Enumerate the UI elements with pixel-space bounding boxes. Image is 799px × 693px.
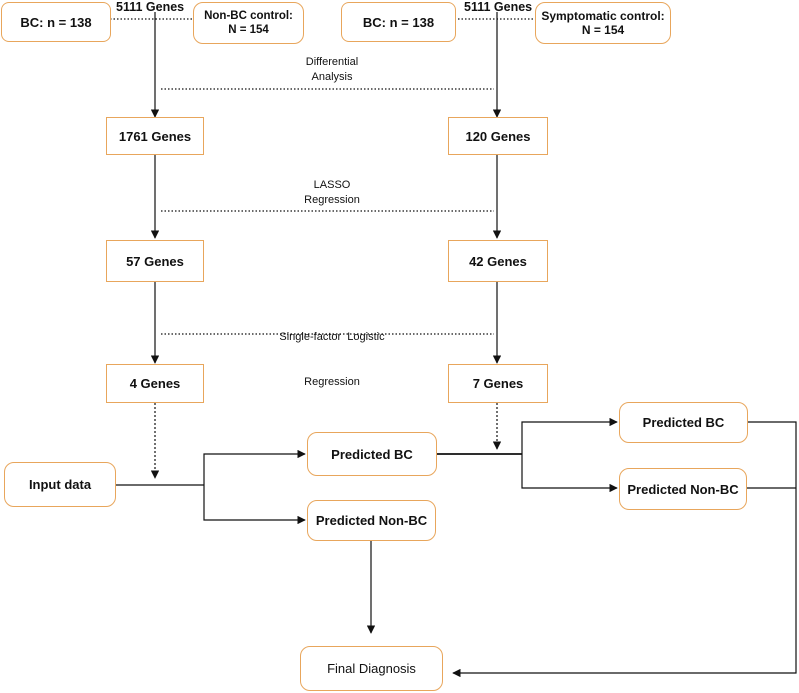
right-control-line1: Symptomatic control: [541,9,665,23]
left-step2-box: 57 Genes [106,240,204,282]
predicted-nonbc-box-2: Predicted Non-BC [619,468,747,510]
logistic-regression-label: Single-factor Logistic Regression [256,300,408,405]
predicted-bc-box-1: Predicted BC [307,432,437,476]
lasso-regression-label: LASSO Regression [286,178,378,208]
left-control-line2: N = 154 [228,24,269,36]
to-predicted-bc-2 [521,417,618,454]
left-step3-box: 4 Genes [106,364,204,403]
input-data-box: Input data [4,462,116,507]
right-step2-label: 42 Genes [469,253,527,269]
logistic-line1: Single-factor Logistic [279,331,385,343]
final-diagnosis-label: Final Diagnosis [327,661,416,676]
to-predicted-nonbc-2 [521,454,618,493]
left-bc-cases-box: BC: n = 138 [1,2,111,42]
final-diagnosis-box: Final Diagnosis [300,646,443,691]
left-bc-cases-label: BC: n = 138 [20,14,92,30]
predicted-bc-label-2: Predicted BC [642,415,725,430]
predicted-bc-label-1: Predicted BC [331,446,413,462]
right-step1-label: 120 Genes [465,128,531,144]
input-to-predicted-bc [203,449,306,485]
bc2-nonbc2-to-final [452,421,797,678]
differential-line1: Differential [305,56,359,68]
right-bc-cases-box: BC: n = 138 [341,2,456,42]
input-to-predicted-nonbc [203,485,306,525]
left-step1-label: 1761 Genes [118,128,192,144]
left-step2-label: 57 Genes [126,253,184,269]
right-control-box: Symptomatic control: N = 154 [535,2,671,44]
lasso-line1: LASSO [313,179,351,191]
right-step3-box: 7 Genes [448,364,548,403]
predicted-nonbc-box-1: Predicted Non-BC [307,500,436,541]
left-control-box: Non-BC control: N = 154 [193,2,304,44]
input-data-label: Input data [28,477,92,492]
right-genes-total-label: 5111 Genes [464,0,533,14]
differential-analysis-label: Differential Analysis [286,55,378,85]
left-control-line1: Non-BC control: [204,10,293,22]
right-step2-box: 42 Genes [448,240,548,282]
right-bc-cases-label: BC: n = 138 [362,14,435,30]
lasso-line2: Regression [304,194,360,206]
predicted-nonbc-label-2: Predicted Non-BC [627,481,739,497]
right-step1-box: 120 Genes [448,117,548,155]
right-step3-label: 7 Genes [472,376,524,391]
logistic-line2: Regression [304,376,360,388]
left-step3-label: 4 Genes [129,376,181,391]
left-genes-total-label: 5111 Genes [116,0,185,14]
left-step1-box: 1761 Genes [106,117,204,155]
predicted-bc-box-2: Predicted BC [619,402,748,443]
right-control-line2: N = 154 [581,23,625,37]
predicted-nonbc-label-1: Predicted Non-BC [315,513,428,528]
differential-line2: Analysis [311,71,353,83]
